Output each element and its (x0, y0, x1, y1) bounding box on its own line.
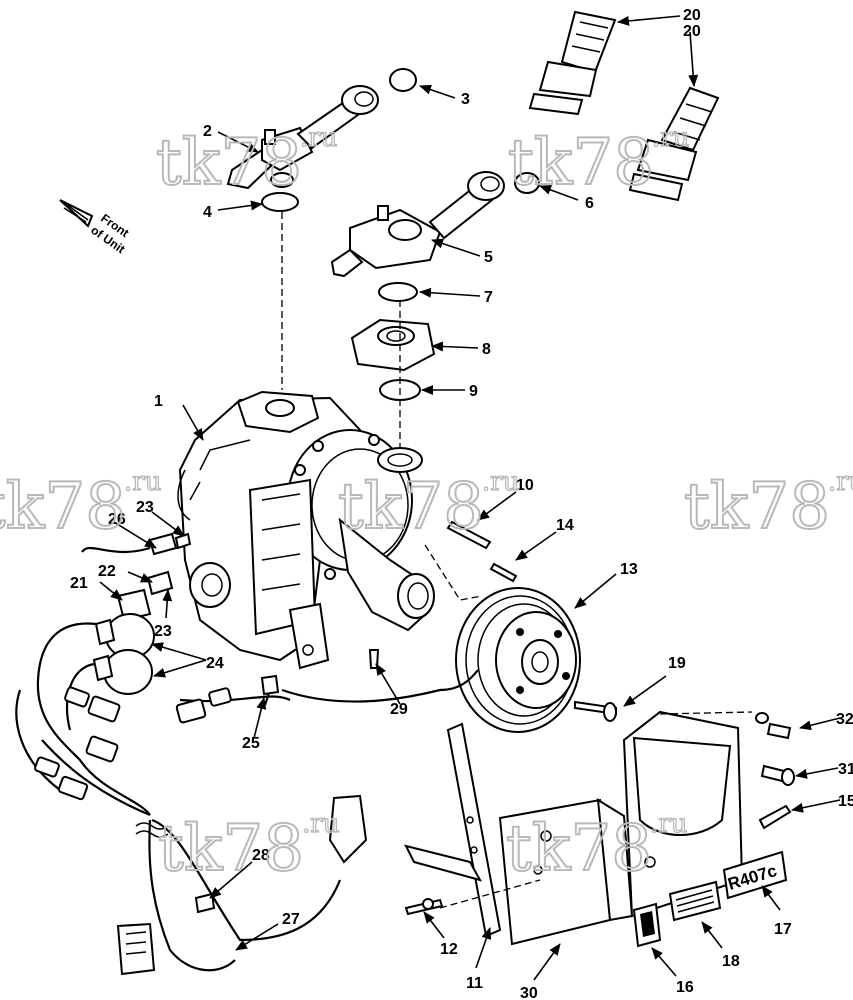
callout-17: 17 (774, 921, 792, 938)
svg-text:tk78: tk78 (506, 812, 652, 886)
callout-32: 32 (836, 711, 853, 728)
callout-23b: 23 (154, 623, 172, 640)
watermark: tk78 .ru (157, 808, 340, 887)
callout-30: 30 (520, 985, 538, 1000)
bolt-12 (404, 898, 444, 916)
o-ring-7 (378, 282, 418, 302)
callout-labels: 1 2 3 4 5 6 7 8 9 10 11 12 13 14 15 16 1… (70, 7, 853, 1000)
watermark: tk78 .ru (155, 122, 338, 201)
svg-text:tk78: tk78 (684, 470, 830, 544)
callout-6: 6 (585, 195, 594, 212)
callout-5: 5 (484, 249, 493, 266)
leader-lines (99, 15, 841, 981)
key-14 (489, 562, 518, 583)
callout-4: 4 (203, 204, 212, 221)
adapter-plate (350, 318, 436, 372)
callout-18: 18 (722, 953, 740, 970)
harness-connector-end (328, 794, 368, 864)
watermark: tk78 .ru (505, 808, 688, 887)
connector-1 (87, 695, 121, 723)
connector-7 (64, 686, 90, 708)
callout-20b: 20 (683, 23, 701, 40)
watermark: tk78 .ru (0, 466, 162, 545)
callout-14: 14 (556, 517, 574, 534)
fitting-22 (146, 570, 174, 596)
callout-28: 28 (252, 847, 270, 864)
harness-break-mark (135, 822, 169, 838)
bolt-10 (446, 520, 492, 550)
svg-text:.ru: .ru (302, 809, 339, 839)
callout-20a: 20 (683, 7, 701, 24)
svg-text:tk78: tk78 (338, 470, 484, 544)
discharge-manifold (330, 171, 505, 278)
connector-3 (57, 775, 89, 801)
bolt-31 (760, 764, 795, 786)
callout-2: 2 (203, 123, 212, 140)
callout-1: 1 (154, 393, 163, 410)
svg-text:.ru: .ru (124, 467, 161, 497)
clutch-bolt (574, 700, 617, 722)
connector-6 (34, 756, 60, 778)
alignment-line-pulley (424, 544, 483, 601)
decal-15 (758, 804, 792, 830)
suction-valve-manifold (226, 85, 379, 190)
clutch-pulley (455, 587, 581, 733)
bolt-32 (755, 712, 792, 740)
switch-21 (116, 588, 152, 622)
front-of-unit-indicator: Front of Unit (59, 199, 131, 256)
svg-text:.ru: .ru (652, 123, 689, 153)
callout-10: 10 (516, 477, 534, 494)
svg-text:.ru: .ru (482, 467, 519, 497)
svg-text:.ru: .ru (828, 467, 853, 497)
svg-text:tk78: tk78 (158, 812, 304, 886)
callout-26: 26 (108, 511, 126, 528)
callout-11: 11 (466, 975, 483, 992)
pressure-switches-24 (92, 613, 155, 695)
connector-4 (175, 698, 207, 724)
callout-31: 31 (838, 761, 853, 778)
watermark: tk78 .ru (337, 466, 520, 545)
callout-13: 13 (620, 561, 638, 578)
watermarks: tk78 .ru tk78 .ru tk78 .ru tk78 .ru tk78… (0, 122, 853, 887)
harness-plug (116, 922, 156, 976)
callout-29: 29 (390, 701, 408, 718)
callout-7: 7 (484, 289, 493, 306)
callout-9: 9 (469, 383, 478, 400)
callout-23a: 23 (136, 499, 154, 516)
service-hose-lower (628, 86, 720, 202)
mounting-bracket (404, 710, 744, 946)
svg-text:.ru: .ru (650, 809, 687, 839)
connector-5 (208, 687, 232, 707)
decal-17 (722, 850, 788, 900)
callout-25: 25 (242, 735, 260, 752)
callout-3: 3 (461, 91, 470, 108)
o-ring-6 (514, 172, 540, 194)
svg-text:.ru: .ru (300, 123, 337, 153)
callout-16: 16 (676, 979, 694, 996)
clip-25 (260, 674, 280, 696)
front-arrow-icon (59, 199, 94, 228)
callout-27: 27 (282, 911, 300, 928)
service-hose-upper (528, 10, 617, 116)
callout-15: 15 (838, 793, 853, 810)
callout-19: 19 (668, 655, 686, 672)
svg-text:tk78: tk78 (156, 126, 302, 200)
callout-8: 8 (482, 341, 491, 358)
callout-21: 21 (70, 575, 88, 592)
watermark: tk78 .ru (507, 122, 690, 201)
o-ring-3 (389, 68, 417, 92)
svg-text:tk78: tk78 (0, 470, 126, 544)
callout-24: 24 (206, 655, 224, 672)
callout-12: 12 (440, 941, 458, 958)
watermark: tk78 .ru (683, 466, 853, 545)
connector-2 (85, 735, 119, 763)
svg-text:tk78: tk78 (508, 126, 654, 200)
compressor-body (177, 390, 435, 670)
callout-22: 22 (98, 563, 116, 580)
